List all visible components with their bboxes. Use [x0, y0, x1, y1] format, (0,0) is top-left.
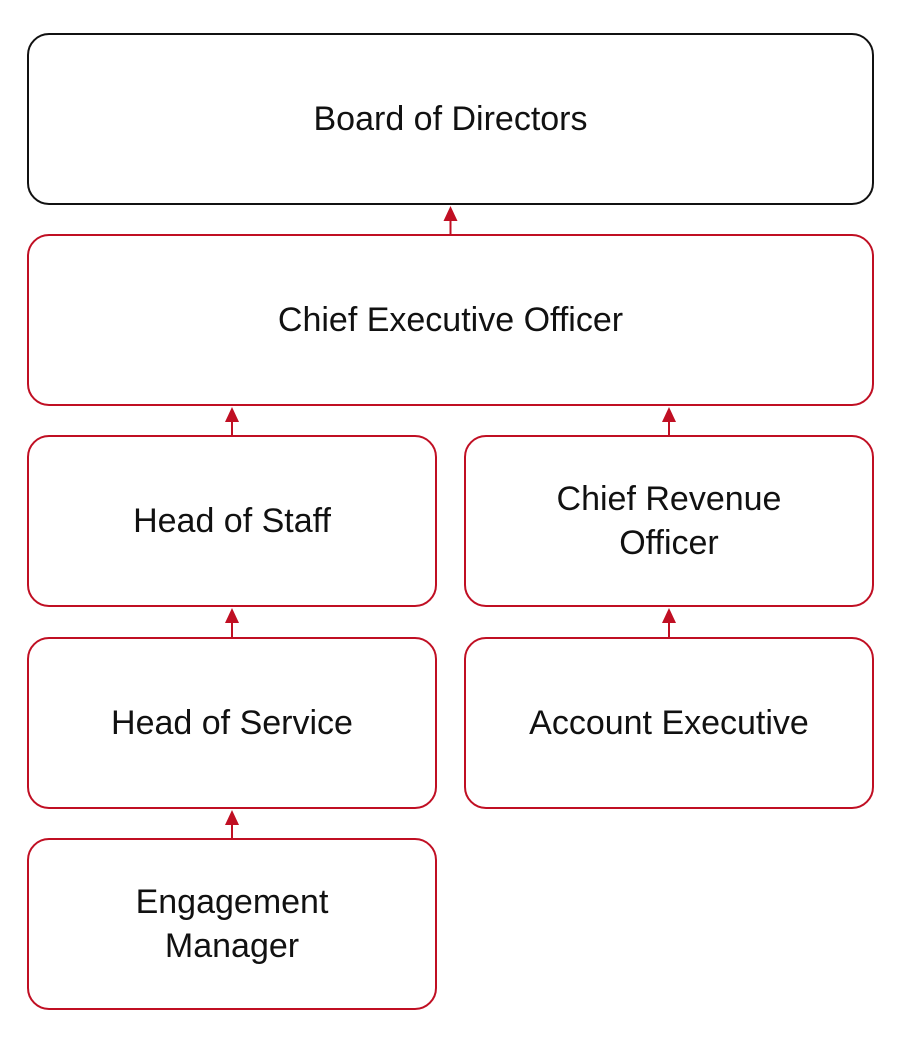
connector-arrow [662, 407, 676, 435]
connector-arrow [443, 206, 458, 234]
arrowhead-icon [443, 206, 458, 221]
node-label: Account Executive [529, 704, 809, 742]
arrowhead-icon [662, 407, 676, 422]
arrowhead-icon [225, 407, 239, 422]
arrowhead-icon [225, 608, 239, 623]
connector-arrow [225, 810, 239, 838]
node-label: Chief Revenue Officer [556, 480, 782, 562]
node-label: Head of Staff [133, 502, 331, 540]
connector-arrow [225, 608, 239, 637]
connector-arrow [662, 608, 676, 637]
node-label: Board of Directors [313, 100, 588, 138]
arrowhead-icon [225, 810, 239, 825]
node-chief-revenue-officer: Chief Revenue Officer [464, 435, 874, 607]
node-chief-executive-officer: Chief Executive Officer [27, 234, 874, 406]
node-label: Chief Executive Officer [277, 301, 624, 339]
connector-arrow [225, 407, 239, 435]
node-head-of-service: Head of Service [27, 637, 437, 809]
arrowhead-icon [662, 608, 676, 623]
node-head-of-staff: Head of Staff [27, 435, 437, 607]
node-engagement-manager: Engagement Manager [27, 838, 437, 1010]
node-board-of-directors: Board of Directors [27, 33, 874, 205]
node-account-executive: Account Executive [464, 637, 874, 809]
node-label: Head of Service [111, 704, 353, 742]
node-label: Engagement Manager [135, 883, 329, 965]
